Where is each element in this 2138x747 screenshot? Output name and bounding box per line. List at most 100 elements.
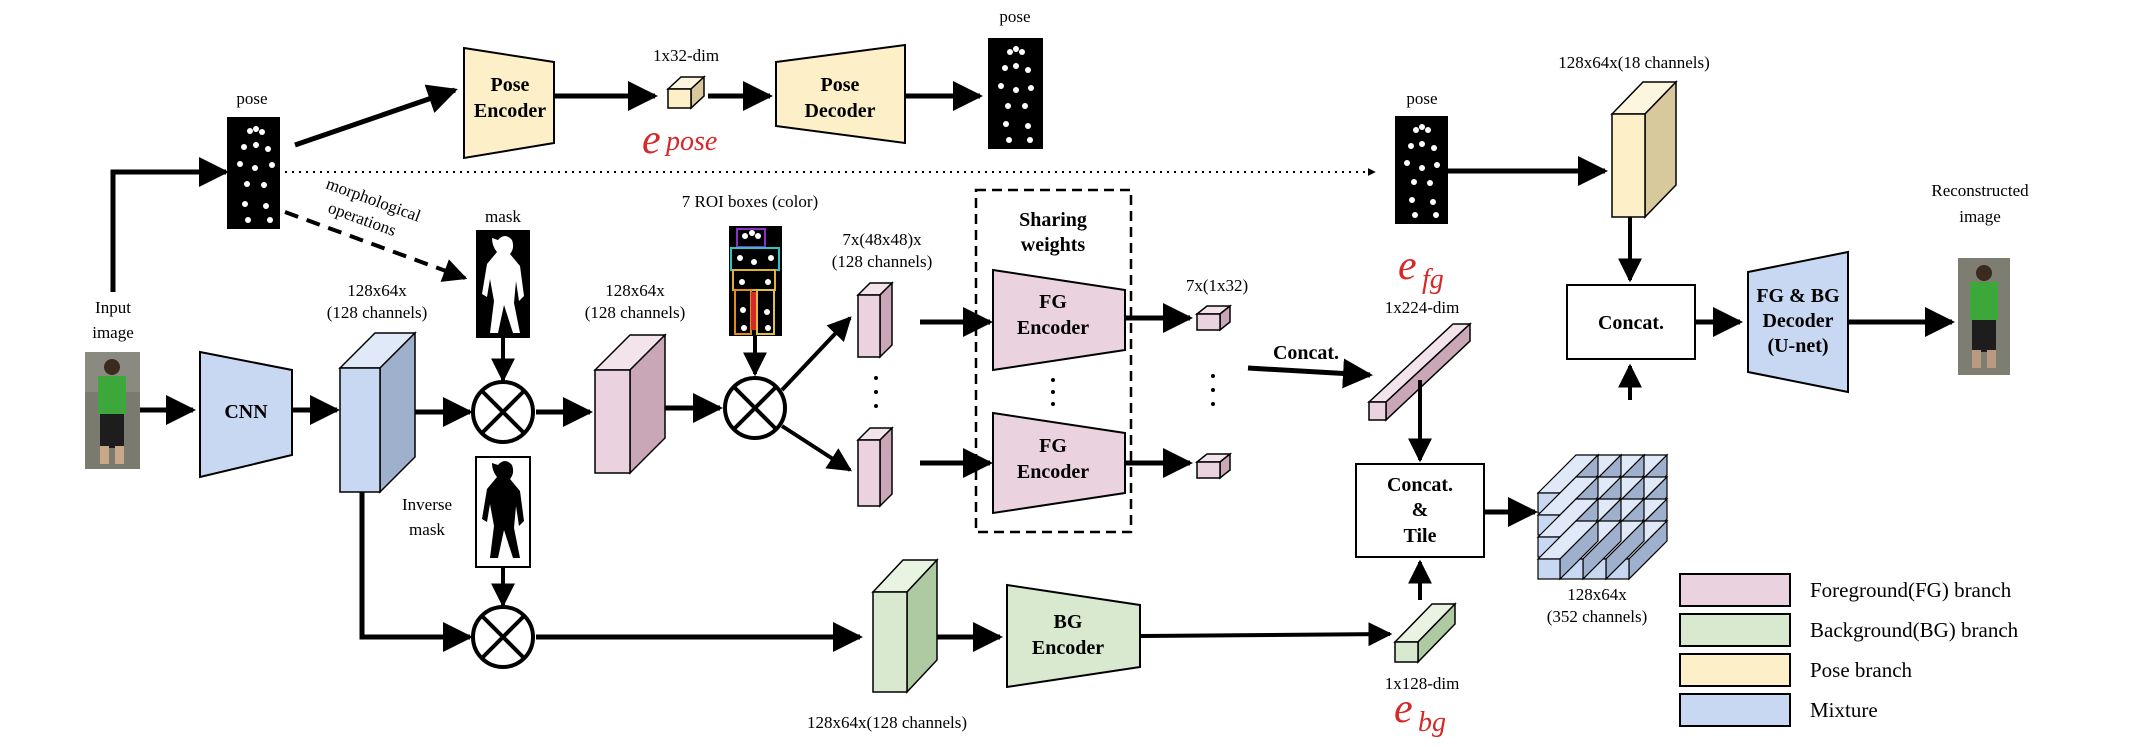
pose-map-right: [1395, 116, 1448, 224]
inverse-mask-label-1: Inverse: [402, 495, 452, 514]
masked-feature-label-2: (128 channels): [585, 303, 686, 322]
pose-encoder-label-2: Encoder: [474, 100, 546, 122]
pose-encoder-label-1: Pose: [491, 74, 530, 96]
masked-feature-block: [593, 333, 667, 475]
e-bg-subscript: bg: [1418, 707, 1446, 738]
multiply-operator-mask: [471, 380, 535, 444]
e-bg-symbol: e: [1394, 686, 1413, 732]
pose-feature-block: [1610, 80, 1678, 219]
legend-swatch-pose: [1679, 653, 1791, 687]
pose-map-left: [227, 117, 280, 229]
legend-swatch-fg: [1679, 573, 1791, 607]
pose-feature-label: 128x64x(18 channels): [1558, 53, 1710, 72]
input-image-label-2: image: [92, 323, 134, 342]
masked-feature-label-1: 128x64x: [605, 281, 665, 300]
reconstructed-label-1: Reconstructed: [1931, 181, 2029, 200]
fg-encoder-bottom-label-1: FG: [1039, 435, 1067, 457]
concat-small-label: Concat.: [1273, 342, 1339, 364]
pose-decoder: [775, 43, 906, 145]
input-person-image: [85, 352, 140, 469]
roi-label: 7 ROI boxes (color): [682, 192, 818, 211]
fg-encoder-ellipsis: [1051, 378, 1055, 406]
legend-label-bg: Background(BG) branch: [1810, 618, 2019, 642]
fg-code-ellipsis: [1211, 374, 1215, 406]
arrow-roi-to-patch-top: [780, 316, 852, 392]
legend-label-mix: Mixture: [1810, 698, 1878, 722]
e-fg-symbol: e: [1398, 243, 1417, 289]
cnn-block: [199, 350, 293, 479]
legend-label-fg: Foreground(FG) branch: [1810, 578, 2012, 602]
pose-decoder-label-2: Decoder: [804, 100, 875, 122]
pose-decoder-label-1: Pose: [821, 74, 860, 96]
pose-code-cube: [666, 75, 706, 110]
mask-image: [476, 230, 530, 338]
arrow-concat-to-224: [1247, 358, 1373, 389]
concat-tile-label-1: Concat.: [1387, 474, 1453, 496]
decoder-label-1: FG & BG: [1756, 285, 1840, 307]
pose-map-top: [988, 38, 1043, 149]
concat-tile-label-3: Tile: [1404, 525, 1437, 547]
dim128-label: 1x128-dim: [1385, 674, 1460, 693]
roi-patch-top: [856, 281, 894, 359]
fg-embedding-bar: [1367, 322, 1472, 422]
pose-right-label: pose: [1406, 89, 1437, 108]
fg-encoder-bottom: [992, 411, 1126, 515]
reconstructed-image: [1958, 258, 2010, 375]
concat-tile-box: [1355, 463, 1485, 558]
bg-encoder: [1006, 583, 1141, 689]
concat-big-box: [1566, 284, 1696, 360]
pose-encoder: [463, 46, 555, 160]
arrow-feature-to-inverse-multiply: [359, 492, 473, 652]
arrow-input-to-pose: [110, 157, 229, 292]
arrow-morphological: [284, 210, 468, 282]
fg-encoder-top: [992, 268, 1126, 372]
legend-swatch-mix: [1679, 693, 1791, 727]
tile-feature-label-1: 128x64x: [1567, 585, 1627, 604]
tensor-cell: [1536, 519, 1600, 581]
bg-encoder-label-1: BG: [1054, 611, 1083, 633]
fg-code-cube-bottom: [1194, 452, 1233, 480]
decoder-label-3: (U-net): [1767, 335, 1828, 357]
fg-out-label: 7x(1x32): [1186, 276, 1248, 295]
legend-swatch-bg: [1679, 613, 1791, 647]
arrow-pose-to-encoder: [294, 84, 458, 148]
feature-block-main: [338, 331, 417, 494]
roi-patch-bottom: [856, 426, 894, 508]
pose-dim-label: 1x32-dim: [653, 46, 719, 65]
inverse-mask-label-2: mask: [409, 520, 445, 539]
fg-bg-decoder: [1747, 250, 1849, 394]
sharing-label-2: weights: [1021, 234, 1086, 256]
concat-tile-label-2: &: [1412, 499, 1429, 521]
feature-main-label-1: 128x64x: [347, 281, 407, 300]
sharing-label-1: Sharing: [1019, 209, 1087, 231]
decoder-label-2: Decoder: [1762, 310, 1833, 332]
e-pose-subscript: pose: [664, 126, 717, 157]
fg-code-cube-top: [1194, 304, 1233, 332]
legend-label-pose: Pose branch: [1810, 658, 1913, 682]
tiled-feature-tensor: [1536, 453, 1669, 581]
roi-boxes-image: [729, 226, 782, 336]
bg-embedding-bar: [1393, 602, 1457, 664]
pose-left-label: pose: [236, 89, 267, 108]
inverse-mask-image: [475, 456, 531, 568]
fg-encoder-top-label-2: Encoder: [1017, 317, 1089, 339]
cnn-label: CNN: [224, 401, 268, 423]
concat-big-label: Concat.: [1598, 312, 1664, 334]
multiply-operator-inverse: [471, 605, 535, 669]
sharing-weights-box: [974, 188, 1133, 534]
arrow-roi-to-patch-bottom: [780, 424, 853, 472]
reconstructed-label-2: image: [1959, 207, 2001, 226]
e-pose-symbol: e: [642, 117, 661, 163]
mask-label: mask: [485, 207, 521, 226]
arrow-bg-encoder-to-code: [1139, 622, 1393, 647]
fg-encoder-top-label-1: FG: [1039, 291, 1067, 313]
roi-feature-label-1: 7x(48x48)x: [842, 230, 922, 249]
pose-top-label: pose: [999, 7, 1030, 26]
fg-encoder-bottom-label-2: Encoder: [1017, 461, 1089, 483]
input-image-label-1: Input: [95, 298, 131, 317]
bg-feature-block: [871, 558, 939, 694]
tile-feature-label-2: (352 channels): [1547, 607, 1648, 626]
roi-feature-label-2: (128 channels): [832, 252, 933, 271]
